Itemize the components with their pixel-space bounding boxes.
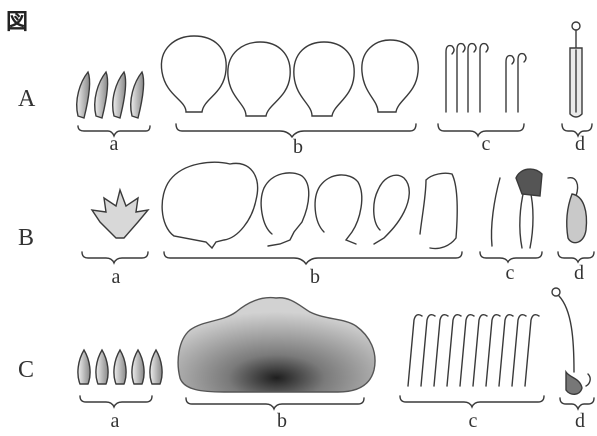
- row-b-part-c-bracket: [480, 252, 542, 262]
- row-c-corolla: [178, 298, 375, 392]
- row-b-ovary: [567, 178, 587, 243]
- row-a-sepals: [77, 72, 144, 118]
- row-b-part-d-bracket: [558, 252, 594, 262]
- row-a-petals: [161, 36, 418, 116]
- row-b-part-b-bracket: [164, 252, 462, 264]
- row-c-sepals: [78, 350, 162, 384]
- row-a-part-a-bracket: [78, 126, 150, 136]
- row-c-part-c-bracket: [400, 396, 544, 407]
- row-b-petals: [162, 162, 457, 248]
- row-a-part-b-bracket: [176, 124, 416, 137]
- row-a-part-c-bracket: [438, 124, 524, 136]
- row-c-stamens: [408, 315, 539, 386]
- row-c-pistil: [552, 288, 590, 394]
- row-a-part-d-bracket: [562, 124, 592, 136]
- row-b-part-a-bracket: [82, 252, 148, 263]
- row-c-part-b-bracket: [186, 398, 364, 409]
- row-b-stamens: [491, 169, 542, 248]
- row-b-calyx: [92, 190, 148, 238]
- row-c-part-d-bracket: [560, 398, 594, 409]
- row-a-stamens: [446, 44, 526, 112]
- row-c-part-a-bracket: [80, 396, 152, 407]
- row-a-pistil: [570, 22, 582, 117]
